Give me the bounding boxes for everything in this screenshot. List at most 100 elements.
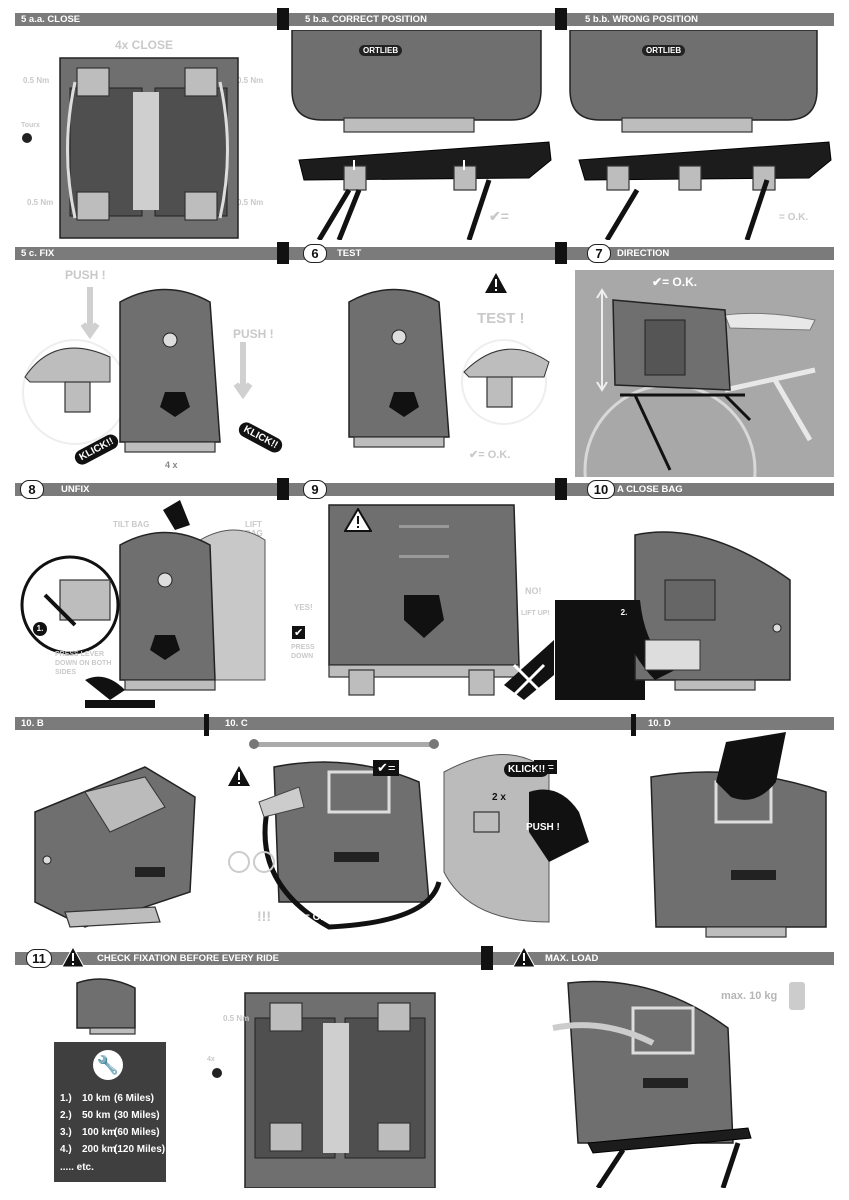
interval-idx: 1.) [60, 1093, 72, 1104]
separator [277, 8, 289, 30]
test-label: TEST ! [477, 310, 525, 327]
header-5aa-label: 5 a.a. CLOSE [21, 14, 81, 25]
warning-icon [344, 508, 372, 532]
brand-logo: ORTLIEB [359, 45, 403, 56]
header-7: DIRECTION [567, 247, 834, 260]
header-5ba-label: 5 b.a. CORRECT POSITION [305, 14, 427, 25]
interval-miles: (30 Miles) [114, 1110, 160, 1121]
separator [277, 242, 289, 264]
header-11: CHECK FIXATION BEFORE EVERY RIDE [15, 952, 481, 965]
measure-br: 0.5 Nm [237, 198, 264, 207]
step-number-8: 8 [20, 480, 44, 499]
separator [555, 242, 567, 264]
header-10b: 10. B [15, 717, 204, 730]
interval-km: 200 km [82, 1144, 116, 1155]
interval-km: 100 km [82, 1127, 116, 1138]
warning-exclaims: !!! [257, 908, 271, 924]
push-label: PUSH ! [526, 822, 560, 833]
no-label: NO! [525, 586, 542, 596]
ok-note: ✔= O.K. [469, 448, 510, 461]
count-label: 4 x [165, 460, 178, 470]
interval-km: 10 km [82, 1093, 111, 1104]
max-load-diagram [552, 980, 805, 1188]
interval-km: 50 km [82, 1110, 111, 1121]
interval-list: 1.) 10 km(6 Miles) 2.) 50 km(30 Miles) 3.) 10… [60, 1090, 165, 1158]
header-5bb-label: 5 b.b. WRONG POSITION [585, 14, 698, 25]
header-5aa: 5 a.a. CLOSE [15, 13, 277, 26]
header-11-label: CHECK FIXATION BEFORE EVERY RIDE [97, 953, 279, 964]
warning-icon [228, 766, 250, 786]
panel-10b [15, 732, 204, 942]
carry-bag-diagram [650, 732, 827, 938]
measure-bl: 0.5 Nm [27, 198, 54, 207]
panel-10c: ✔= ✔= KLICK!! 2 x PUSH ! = O.K. !!! [209, 732, 631, 942]
interval-idx: 3.) [60, 1127, 72, 1138]
panel-5c: PUSH ! PUSH ! KLICK!! KLICK!! 4 x [15, 262, 285, 477]
interval-idx: 2.) [60, 1110, 72, 1121]
header-10d-label: 10. D [648, 718, 671, 729]
panel-10a: 2. [555, 500, 834, 715]
step-badge: 1. [33, 622, 47, 636]
header-5ba: 5 b.a. CORRECT POSITION [289, 13, 555, 26]
interval-row: 2.) 50 km(30 Miles) [60, 1107, 164, 1124]
fix-diagram [22, 287, 253, 453]
check-mark-icon: ✔ [652, 275, 663, 289]
side-note: Tourx [21, 122, 40, 129]
panel-6: TEST ! ✔= O.K. [289, 262, 555, 477]
direction-diagram [583, 288, 816, 477]
header-9 [289, 483, 555, 496]
wrong-position-diagram [569, 30, 832, 240]
step-number-6: 6 [303, 244, 327, 263]
separator [204, 714, 209, 736]
interval-idx: 4.) [60, 1144, 72, 1155]
header-5bb: 5 b.b. WRONG POSITION [567, 13, 834, 26]
check-mark-icon: ✔ [469, 449, 479, 461]
ok-note: = O.K. [779, 212, 809, 223]
tilt-label: TILT BAG [113, 520, 150, 529]
header-5c-label: 5 c. FIX [21, 248, 55, 259]
step-badge: 2. [617, 606, 631, 620]
press-label: PRESS DOWN [291, 644, 315, 660]
panel-5bb: ORTLIEB = O.K. [567, 30, 834, 240]
panel-7: ✔= O.K. [575, 270, 834, 477]
separator [277, 478, 289, 500]
header-10c: 10. C [209, 717, 631, 730]
check-fixation-diagram [76, 978, 436, 1188]
repeat-label: 2 x [492, 792, 506, 803]
step-number-10: 10 [587, 480, 615, 499]
panel-10d [636, 732, 834, 942]
ok-note: ✔= O.K. [652, 275, 697, 289]
correct-position-diagram [291, 30, 552, 240]
header-8: UNFIX [15, 483, 277, 496]
warning-icon [512, 946, 536, 968]
check-mark-icon: ✔ [292, 626, 306, 639]
interval-miles: (60 Miles) [114, 1127, 160, 1138]
interval-row: 4.)200 km(120 Miles) [60, 1141, 165, 1158]
header-7-label: DIRECTION [617, 248, 670, 259]
unfix-direction-diagram [328, 504, 554, 700]
klick-badge: KLICK!! [504, 762, 550, 777]
separator [481, 946, 493, 970]
check-mark-icon: ✔= [373, 760, 400, 776]
header-8-label: UNFIX [61, 484, 90, 495]
push-label-1: PUSH ! [65, 268, 106, 282]
panel-9: YES! ✔ PRESS DOWN NO! LIFT UP! [289, 500, 555, 715]
yes-label: YES! [294, 603, 313, 612]
panel-5aa: 4x CLOSE 0.5 Nm 0.5 Nm 0.5 Nm 0.5 Nm Tou… [15, 30, 277, 240]
panel-5ba: ORTLIEB ✔= [289, 30, 555, 240]
inspection-interval-card: 🔧 1.)10 km(6 Miles)2.)50 km(30 Miles)3.)… [54, 1042, 166, 1182]
warning-icon [485, 273, 507, 293]
measure-label: 0.5 Nm [223, 1014, 250, 1023]
lift-up-label: LIFT UP! [521, 610, 550, 617]
interval-miles: (6 Miles) [114, 1093, 155, 1104]
max-load-value: max. 10 kg [721, 990, 778, 1002]
header-10a: A CLOSE BAG [567, 483, 834, 496]
header-6: TEST [289, 247, 555, 260]
header-10c-label: 10. C [225, 718, 248, 729]
closure-plate-diagram [22, 57, 239, 239]
panel-maxload: max. 10 kg [493, 968, 834, 1188]
separator [555, 478, 567, 500]
ok-label: = O.K. [478, 449, 511, 461]
strap-diagram [228, 739, 589, 930]
header-6-label: TEST [337, 248, 362, 259]
